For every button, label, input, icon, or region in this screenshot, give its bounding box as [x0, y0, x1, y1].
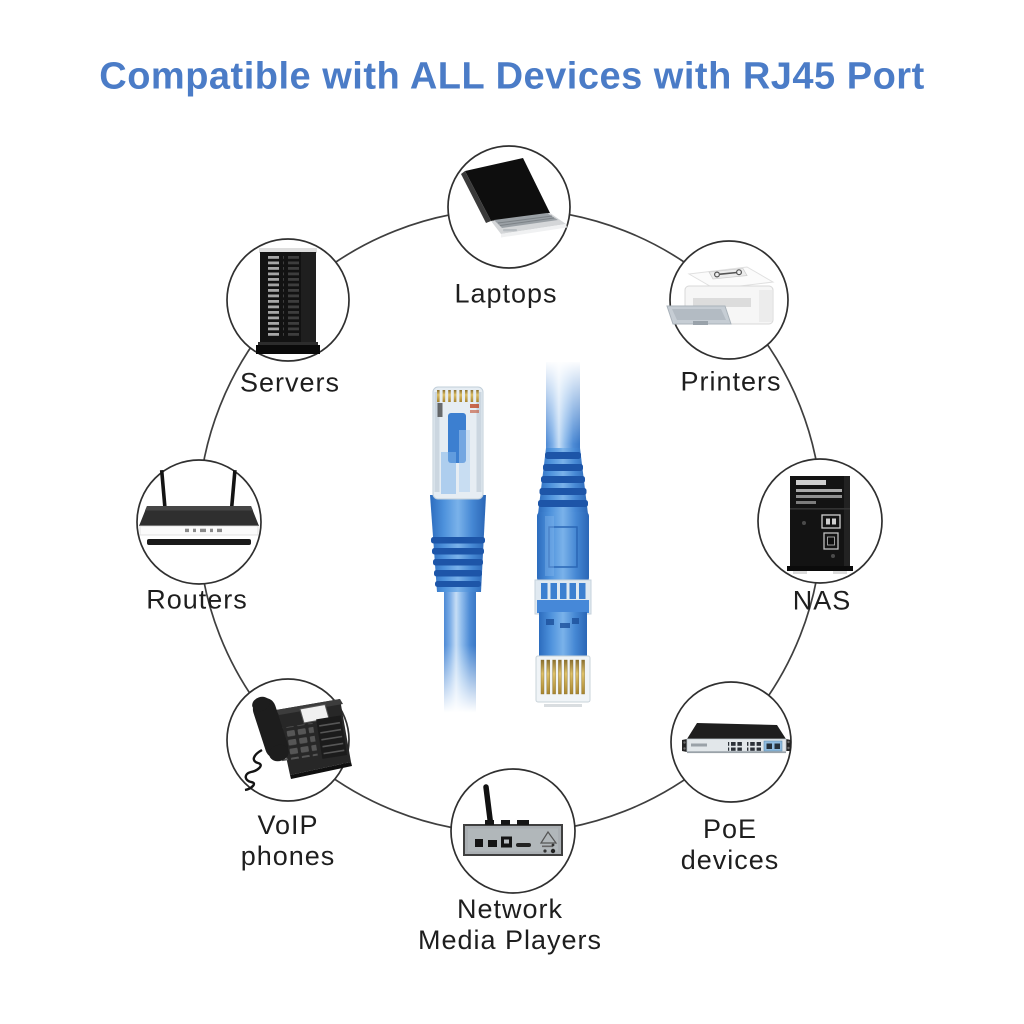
media-player-icon [463, 784, 563, 856]
device-circle-network-media-players [450, 768, 576, 894]
device-label-printers: Printers [680, 366, 782, 397]
router-icon [139, 469, 259, 545]
device-circle-routers [136, 459, 262, 585]
page-title: Compatible with ALL Devices with RJ45 Po… [99, 55, 925, 98]
device-circle-laptops [447, 145, 571, 269]
poe-switch-icon [682, 723, 791, 754]
server-rack-icon [256, 248, 320, 354]
device-circle-servers [226, 238, 350, 362]
device-label-poe-devices: PoE devices [680, 814, 780, 875]
printer-icon [666, 266, 775, 325]
ethernet-cable-graphic [430, 356, 592, 720]
rj45-connector-down [534, 356, 592, 707]
device-label-laptops: Laptops [454, 278, 558, 309]
device-label-network-media-players: Network Media Players [417, 894, 603, 955]
device-circle-printers [666, 240, 789, 360]
device-label-nas: NAS [792, 585, 852, 616]
device-label-routers: Routers [146, 584, 248, 615]
device-label-servers: Servers [239, 367, 341, 398]
device-circle-voip-phones [226, 678, 352, 802]
voip-phone-icon [244, 696, 352, 792]
device-label-voip-phones: VoIP phones [240, 810, 336, 871]
device-circle-nas [757, 458, 883, 584]
rj45-contact-pins-down [540, 659, 585, 695]
rj45-connector-up [430, 386, 486, 720]
rj45-contact-pins-up [437, 390, 479, 402]
nas-icon [787, 476, 853, 574]
device-circle-poe-devices [670, 681, 792, 803]
laptop-icon [461, 158, 567, 238]
